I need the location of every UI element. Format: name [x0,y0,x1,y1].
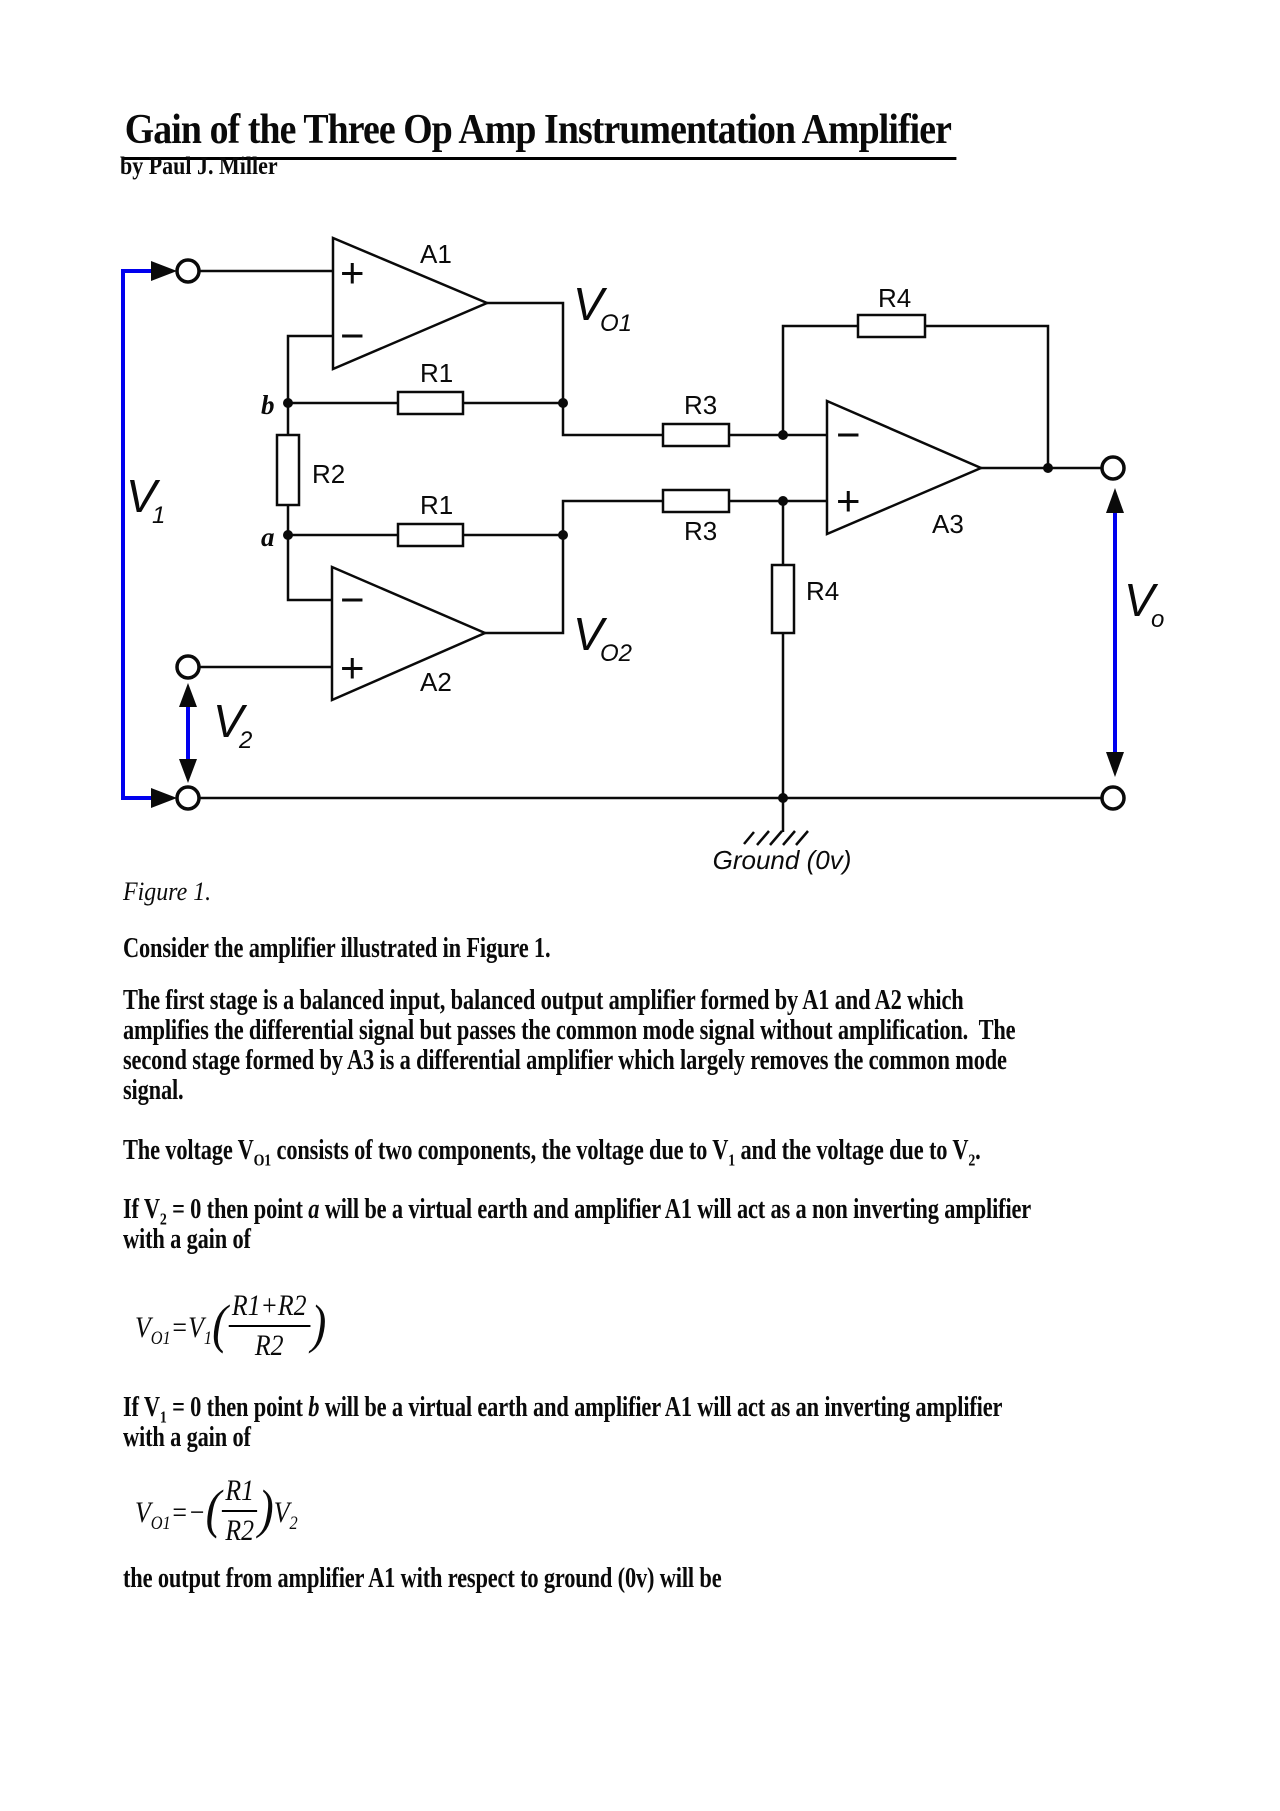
label-r3-bottom: R3 [684,516,717,546]
body-para1-line1: The first stage is a balanced input, bal… [123,985,964,1016]
resistor-r2 [275,433,301,507]
svg-text:2: 2 [238,727,252,754]
label-ground: Ground (0v) [713,845,852,875]
a3-plus-input: + [836,477,861,524]
label-node-a: a [261,522,275,552]
a1-plus-input: + [340,249,365,296]
ground-symbol [743,830,809,846]
a2-minus-input: − [340,576,365,623]
body-consider-line: Consider the amplifier illustrated in Fi… [123,933,551,964]
label-v2: V 2 [213,695,252,754]
figure-1-schematic: + − − + − + A1 A2 A3 R1 R1 R2 R3 R3 R4 R… [121,236,1164,875]
resistor-r4-top [856,313,927,339]
svg-text:V: V [126,470,161,522]
opamp-a1 [331,236,491,371]
svg-text:V: V [573,278,608,330]
resistor-r3-top [661,422,731,448]
label-a2: A2 [420,667,452,697]
label-r1-top: R1 [420,358,453,388]
input-arrowheads [151,261,177,808]
svg-text:V: V [573,608,608,660]
figure-caption: Figure 1. [123,877,212,906]
label-r1-bottom: R1 [420,490,453,520]
byline: by Paul J. Miller [120,153,278,180]
label-a3: A3 [932,509,964,539]
terminal-bottom-right [1100,785,1126,811]
circuit-wires [199,269,1102,832]
svg-text:O1: O1 [600,310,632,337]
terminal-bottom-left [175,785,201,811]
resistor-r1-top [396,390,465,416]
svg-text:1: 1 [152,502,165,529]
a1-minus-input: − [340,312,365,359]
body-ifv1-line1: If V1 = 0 then point b will be a virtual… [123,1392,1003,1427]
label-r4-top: R4 [878,283,911,313]
v1-signal-wire [121,269,160,800]
resistor-r3-bottom [661,488,731,514]
resistor-r4-bottom [770,563,796,635]
body-para1-line4: signal. [123,1075,184,1106]
svg-text:o: o [1151,606,1164,633]
resistor-r1-bottom [396,522,465,548]
label-node-b: b [261,390,275,420]
label-r3-top: R3 [684,390,717,420]
body-ifv1-line2: with a gain of [123,1422,251,1453]
a3-minus-input: − [836,411,861,458]
body-ifv2-line1: If V2 = 0 then point a will be a virtual… [123,1194,1032,1229]
svg-text:V: V [213,695,248,747]
body-output-line: the output from amplifier A1 with respec… [123,1563,722,1594]
junction-dots [283,398,1053,803]
label-v1: V 1 [126,470,165,529]
label-a1: A1 [420,239,452,269]
terminal-v2-top [175,654,201,680]
body-ifv2-line2: with a gain of [123,1224,251,1255]
a2-plus-input: + [340,644,365,691]
v2-arrow [179,683,197,783]
body-voltage-line: The voltage VO1 consists of two componen… [123,1135,981,1170]
svg-text:V: V [1124,574,1159,626]
opamp-a2 [330,565,489,702]
label-vo2: V O2 [573,608,632,667]
label-r2: R2 [312,459,345,489]
opamp-a3 [825,399,985,536]
body-para1-line2: amplifies the differential signal but pa… [123,1015,1016,1046]
svg-text:O2: O2 [600,640,632,667]
body-para1-line3: second stage formed by A3 is a different… [123,1045,1007,1076]
resistor-bodies [275,313,927,635]
label-vo: V o [1124,574,1164,633]
terminal-v1-top [175,258,201,284]
label-vo1: V O1 [573,278,632,337]
label-r4-bottom: R4 [806,576,839,606]
vo-arrow [1106,488,1124,777]
terminal-output [1100,455,1126,481]
page-title: Gain of the Three Op Amp Instrumentation… [123,106,957,160]
